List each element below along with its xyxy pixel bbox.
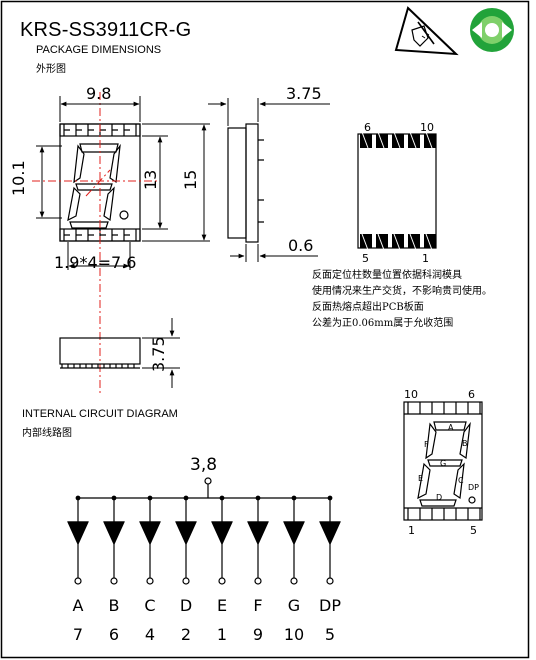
- seg-letter-d: D: [436, 493, 442, 502]
- pin-view-drawing: [357, 131, 437, 251]
- dim-body-height-label: 15: [181, 170, 200, 190]
- segment-letters: A B C D E F G DP: [418, 423, 479, 502]
- note-line-3: 反面热熔点超出PCB板面: [312, 302, 424, 313]
- front-legend-bottom-right-number: 5: [470, 524, 477, 537]
- seg-letter-a: A: [448, 423, 454, 432]
- segment-label: G: [288, 596, 300, 615]
- common-pin-label: 3,8: [190, 455, 217, 475]
- pin-terminal: [218, 577, 226, 585]
- pin-number: 10: [284, 625, 304, 644]
- diode-f: [247, 521, 269, 546]
- front-view-dimensions: [36, 96, 210, 270]
- circuit-heading: INTERNAL CIRCUIT DIAGRAM: [22, 408, 178, 420]
- side-view-dimensions: [208, 98, 330, 262]
- front-legend-drawing: [403, 401, 483, 521]
- diode-a: [67, 521, 89, 546]
- dim-pitch-label: 1.9*4=7.6: [54, 253, 136, 272]
- pin-number: 5: [325, 625, 335, 644]
- segment-label: C: [144, 596, 155, 615]
- package-dimensions-heading: PACKAGE DIMENSIONS: [36, 44, 162, 56]
- seg-letter-f: F: [424, 440, 429, 449]
- pin-view-top-right-number: 10: [420, 121, 434, 134]
- segment-label: B: [109, 596, 120, 615]
- pin-number: 4: [145, 625, 155, 644]
- pin-number: 7: [73, 625, 83, 644]
- common-terminal: [204, 477, 212, 485]
- dim-bottom-height-label: 3.75: [149, 336, 168, 372]
- pin-number: 9: [253, 625, 263, 644]
- bottom-view-drawing: [59, 337, 141, 369]
- front-legend-top-left-number: 10: [404, 388, 418, 401]
- note-line-2: 使用情况来生产交货，不影响贵司使用。: [312, 286, 492, 297]
- note-line-1: 反面定位柱数量位置依据科润模具: [312, 270, 462, 281]
- diode-b: [103, 521, 125, 546]
- diode-g: [283, 521, 305, 546]
- pin-terminal: [110, 577, 118, 585]
- pin-terminal: [74, 577, 82, 585]
- circuit-labels: A 7 B 6 C 4 D 2 E 1 F 9 G 10 DP 5: [73, 596, 342, 644]
- centerlines: [32, 92, 160, 395]
- esd-warning-icon: [394, 6, 459, 56]
- segment-label: DP: [319, 596, 341, 615]
- package-dimensions-heading-cn: 外形图: [36, 64, 66, 75]
- seg-letter-b: B: [462, 439, 468, 448]
- pin-terminal: [254, 577, 262, 585]
- dim-depth-label: 3.75: [286, 84, 322, 103]
- diode-dp: [319, 521, 341, 546]
- circuit-diagram: [67, 477, 341, 585]
- seg-letter-c: C: [458, 476, 464, 485]
- seg-letter-e: E: [418, 474, 423, 483]
- pin-number: 6: [109, 625, 119, 644]
- dim-lead-label: 0.6: [288, 236, 313, 255]
- segment-label: D: [180, 596, 192, 615]
- dim-inner-height-label: 13: [141, 170, 160, 190]
- pin-number: 2: [181, 625, 191, 644]
- segment-label: F: [253, 596, 262, 615]
- segment-label: A: [73, 596, 84, 615]
- diode-d: [175, 521, 197, 546]
- pin-terminal: [326, 577, 334, 585]
- seg-letter-dp: DP: [468, 483, 479, 492]
- pin-number: 1: [217, 625, 227, 644]
- dim-digit-height-label: 10.1: [9, 160, 28, 196]
- pin-terminal: [146, 577, 154, 585]
- front-legend-bottom-left-number: 1: [408, 524, 415, 537]
- pin-view-bottom-right-number: 1: [422, 252, 429, 265]
- diode-c: [139, 521, 161, 546]
- pin-view-top-left-number: 6: [364, 121, 371, 134]
- side-view-drawing: [227, 123, 264, 243]
- dim-width-label: 9.8: [86, 84, 111, 103]
- circuit-heading-cn: 内部线路图: [22, 428, 72, 439]
- rohs-recycle-icon: [470, 8, 514, 52]
- document-title: KRS-SS3911CR-G: [20, 19, 192, 41]
- segment-label: E: [217, 596, 227, 615]
- diode-e: [211, 521, 233, 546]
- pin-terminal: [182, 577, 190, 585]
- bottom-view-dimensions: [142, 318, 180, 388]
- front-legend-top-right-number: 6: [468, 388, 475, 401]
- seg-letter-g: G: [440, 459, 446, 468]
- pin-terminal: [290, 577, 298, 585]
- note-line-4: 公差为正0.06mm属于允收范围: [312, 318, 454, 329]
- pin-view-bottom-left-number: 5: [362, 252, 369, 265]
